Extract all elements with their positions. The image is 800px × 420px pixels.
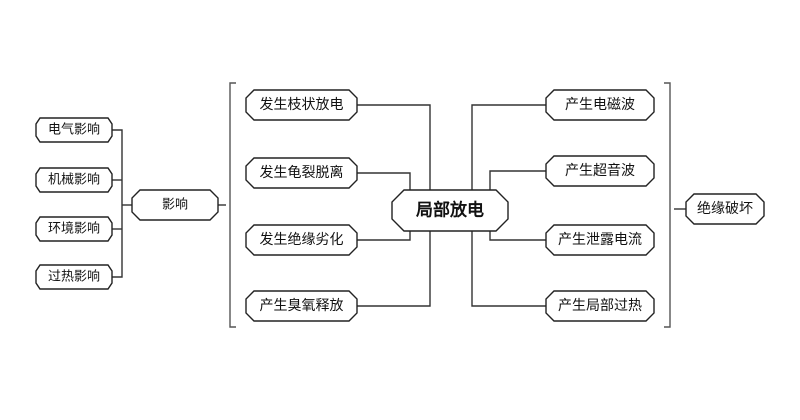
left-bracket <box>229 82 236 328</box>
node-center: 局部放电 <box>391 189 509 232</box>
label-phenomenon-ozone: 产生臭氧释放 <box>260 298 344 314</box>
label-output-leakage-current: 产生泄露电流 <box>558 232 642 248</box>
right-bracket <box>664 82 671 328</box>
label-influence-environment: 环境影响 <box>48 221 100 237</box>
label-influence-mechanical: 机械影响 <box>48 172 100 188</box>
node-phenomenon-ozone: 产生臭氧释放 <box>245 290 358 322</box>
label-phenomenon-degradation: 发生绝缘劣化 <box>260 232 344 248</box>
label-influence-overheat: 过热影响 <box>48 269 100 285</box>
label-output-em-wave: 产生电磁波 <box>565 97 635 113</box>
node-output-em-wave: 产生电磁波 <box>545 89 655 121</box>
node-phenomenon-tree-discharge: 发生枝状放电 <box>245 89 358 121</box>
node-influence-mechanical: 机械影响 <box>35 167 113 193</box>
label-center: 局部放电 <box>416 200 484 221</box>
node-output-local-overheat: 产生局部过热 <box>545 290 655 322</box>
label-phenomenon-tree-discharge: 发生枝状放电 <box>260 97 344 113</box>
label-result: 绝缘破坏 <box>697 201 753 217</box>
label-influence-electrical: 电气影响 <box>48 122 100 138</box>
node-influence-environment: 环境影响 <box>35 216 113 242</box>
label-output-local-overheat: 产生局部过热 <box>558 298 642 314</box>
node-phenomenon-cracking: 发生龟裂脱离 <box>245 157 358 189</box>
node-influence: 影响 <box>131 189 219 221</box>
node-result: 绝缘破坏 <box>685 193 765 225</box>
label-phenomenon-cracking: 发生龟裂脱离 <box>260 164 344 181</box>
influence-connectors <box>112 129 226 278</box>
node-influence-overheat: 过热影响 <box>35 264 113 290</box>
node-output-leakage-current: 产生泄露电流 <box>545 224 655 256</box>
label-output-ultrasound: 产生超音波 <box>565 162 635 179</box>
node-output-ultrasound: 产生超音波 <box>545 155 655 187</box>
label-influence: 影响 <box>162 197 188 213</box>
node-phenomenon-degradation: 发生绝缘劣化 <box>245 224 358 256</box>
node-influence-electrical: 电气影响 <box>35 117 113 143</box>
